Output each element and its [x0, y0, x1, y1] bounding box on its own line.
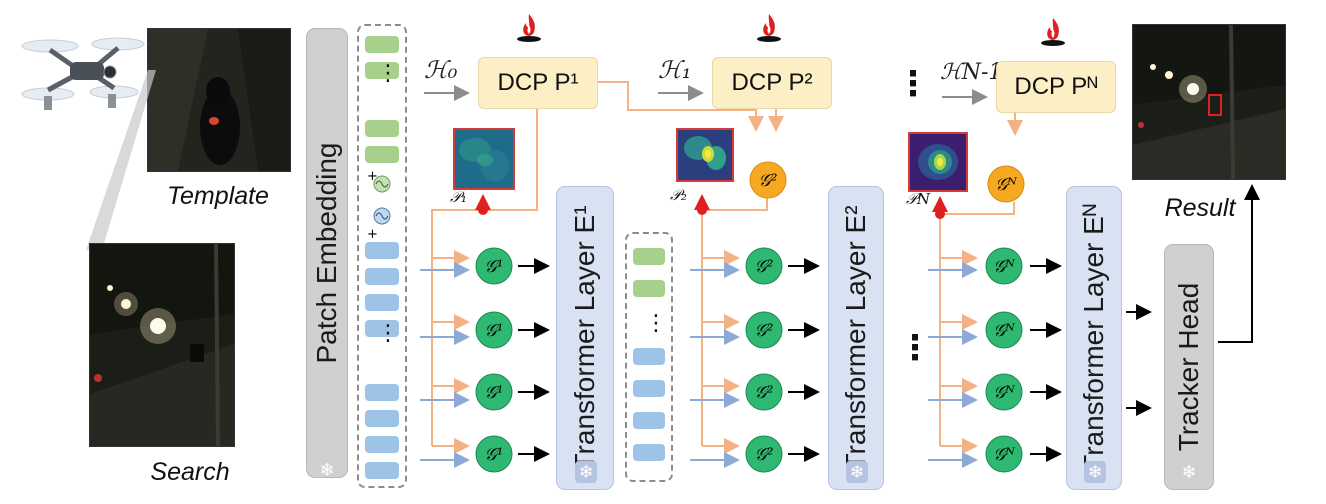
transformer-layer-n: Transformer Layer Eᴺ ❄	[1066, 186, 1122, 490]
gate-orange-2: 𝒢²	[749, 161, 787, 199]
template-caption: Template	[167, 182, 269, 210]
gate-label: 𝒢ᴺ	[993, 383, 1015, 403]
gate-label: 𝒢¹	[485, 257, 504, 277]
prompt-heatmap-1	[453, 128, 515, 190]
snowflake-icon: ❄	[1084, 461, 1106, 483]
svg-text:+: +	[367, 227, 378, 242]
token-green	[365, 36, 399, 53]
dcp-block-n: DCP Pᴺ	[996, 61, 1116, 113]
gate-label: 𝒢¹	[485, 383, 504, 403]
prompt-label-n: 𝒫N	[906, 190, 930, 208]
token-green	[365, 120, 399, 137]
gate-label: 𝒢²	[759, 171, 778, 191]
ellipsis-stage: ⋮	[898, 329, 932, 367]
gate-label: 𝒢ᴺ	[995, 175, 1017, 195]
svg-text:+: +	[367, 169, 378, 184]
snowflake-icon: ❄	[1181, 462, 1197, 482]
gate-orange-n: 𝒢ᴺ	[987, 165, 1025, 203]
search-caption: Search	[150, 458, 230, 486]
token-blue	[365, 242, 399, 259]
gate-label: 𝒢²	[755, 321, 774, 341]
token-green	[365, 62, 399, 79]
hidden-state-0: ℋ₀	[424, 56, 458, 84]
gate-label: 𝒢ᴺ	[993, 445, 1015, 465]
snowflake-icon: ❄	[846, 461, 868, 483]
snowflake-icon: ❄	[319, 460, 335, 480]
transformer-layer-1-label: Transformer Layer E¹	[569, 205, 600, 471]
patch-embedding-block: Patch Embedding ❄	[306, 28, 348, 480]
hidden-state-n: ℋN-1	[940, 60, 1003, 85]
gate-label: 𝒢¹	[485, 321, 504, 341]
ellipsis-dcp: ⋮	[896, 65, 930, 103]
transformer-layer-1: Transformer Layer E¹ ❄	[556, 186, 614, 490]
transformer-layer-2: Transformer Layer E² ❄	[828, 186, 884, 490]
flame-icon	[517, 14, 541, 42]
token-column-1	[357, 24, 407, 488]
dcp-block-2: DCP P²	[712, 57, 832, 109]
result-image	[1132, 24, 1286, 180]
flame-icon	[757, 14, 781, 42]
token-column-2	[625, 232, 673, 482]
transformer-layer-2-label: Transformer Layer E²	[840, 205, 871, 471]
zoom-wedge	[86, 70, 156, 250]
flame-icon	[1041, 18, 1065, 46]
tracker-head-block: Tracker Head ❄	[1164, 244, 1214, 490]
prompt-label-2: 𝒫₂	[670, 186, 687, 204]
token-green	[365, 146, 399, 163]
prompt-heatmap-2	[676, 128, 734, 182]
target-bounding-box	[1208, 94, 1222, 116]
gate-label: 𝒢ᴺ	[993, 321, 1015, 341]
dcp-block-1: DCP P¹	[478, 57, 598, 109]
gate-column-1: 𝒢¹ 𝒢¹ 𝒢¹ 𝒢¹	[475, 247, 513, 473]
gate-label: 𝒢ᴺ	[993, 257, 1015, 277]
gate-label: 𝒢²	[755, 383, 774, 403]
drone-icon	[21, 37, 145, 110]
snowflake-icon: ❄	[575, 461, 597, 483]
ellipsis-token-1a: ⋮	[377, 60, 399, 85]
template-image	[147, 28, 291, 172]
result-caption: Result	[1164, 194, 1236, 222]
token-stack-2	[633, 248, 665, 461]
gate-label: 𝒢¹	[485, 445, 504, 465]
prompt-heatmap-n	[908, 132, 968, 192]
search-image	[89, 243, 235, 447]
prompt-label-1: 𝒫₁	[450, 188, 467, 206]
gate-label: 𝒢²	[755, 445, 774, 465]
gate-label: 𝒢²	[755, 257, 774, 277]
hidden-state-1: ℋ₁	[658, 56, 692, 84]
ellipsis-token-2: ⋮	[645, 310, 667, 335]
gate-column-n: 𝒢ᴺ 𝒢ᴺ 𝒢ᴺ 𝒢ᴺ	[985, 247, 1023, 473]
gate-column-2: 𝒢² 𝒢² 𝒢² 𝒢²	[745, 247, 783, 473]
tracker-head-label: Tracker Head	[1173, 282, 1204, 452]
token-stack-1: + +	[365, 36, 399, 479]
ellipsis-token-1b: ⋮	[377, 320, 399, 345]
transformer-layer-n-label: Transformer Layer Eᴺ	[1078, 204, 1109, 472]
